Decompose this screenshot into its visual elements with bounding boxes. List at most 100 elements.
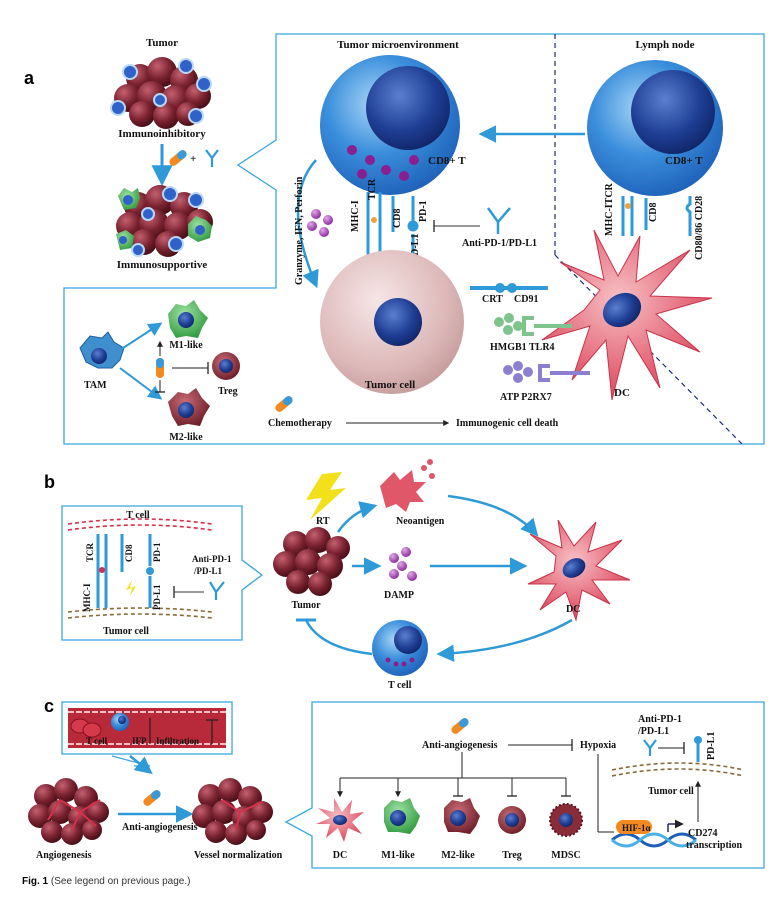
b-t-cell: [372, 620, 428, 676]
vessel-inset-frame: [61, 701, 233, 755]
b-dc-label: DC: [566, 604, 580, 615]
c-anti-angio-box-label: Anti-angiogenesis: [422, 740, 498, 751]
hif-label: HIF-1α: [622, 823, 651, 833]
treg-label: Treg: [218, 386, 238, 397]
chemotherapy-label: Chemotherapy: [268, 418, 332, 429]
treg-cell: [212, 352, 240, 380]
b-cd8-label: CD8: [124, 544, 134, 562]
icd-label: Immunogenic cell death: [456, 418, 559, 429]
cd80-cd28-label: CD80/86 CD28: [694, 196, 705, 260]
tumor-cell-label: Tumor cell: [365, 379, 415, 391]
cd91-label: CD91: [514, 294, 538, 305]
plus-sign: +: [190, 153, 196, 165]
cd8-label: CD8: [392, 209, 403, 228]
panel-b-inset-frame: [61, 505, 264, 641]
vessel-normalization-label: Vessel normalization: [194, 850, 283, 861]
chemo-pill-icon: [169, 150, 187, 166]
tumor-microenvironment-label: Tumor microenvironment: [337, 39, 459, 51]
c-cell-label-m1-like: M1-like: [381, 850, 415, 861]
anti-pd1-label: Anti-PD-1/PD-L1: [462, 238, 537, 249]
b-t-cell-bottom-label: T cell: [388, 680, 412, 691]
cd274-label-1: CD274: [688, 828, 717, 839]
c-anti-label-1: Anti-PD-1: [638, 714, 682, 725]
c-t-cell-label: T cell: [86, 736, 108, 746]
c-cell-label-treg: Treg: [502, 850, 522, 861]
lymph-node-label: Lymph node: [636, 39, 695, 51]
cd8-ln-label: CD8: [648, 203, 659, 222]
b-mhc-i-label: MHC-I: [82, 583, 92, 612]
crt-cd91: [470, 283, 548, 293]
chemo-pill-small-icon: [156, 358, 164, 378]
c-pill-top-icon: [451, 718, 469, 734]
rt-lightning-icon: [306, 472, 346, 520]
antigen-dot: [371, 217, 377, 223]
b-tumor-cluster: [273, 527, 350, 596]
tumor-label: Tumor: [146, 37, 178, 49]
neoantigen-icon: [380, 459, 435, 512]
b-anti-label-2: /PD-L1: [193, 566, 222, 576]
figure-caption-text: (See legend on previous page.): [50, 876, 191, 887]
neoantigen-to-dc-arrow: [447, 494, 539, 537]
m1-label: M1-like: [169, 340, 203, 351]
b-pdl1-label: PD-L1: [152, 584, 162, 610]
panel-a: a Tumor Immunoinhibitory +: [24, 33, 765, 445]
c-anti-angio-label: Anti-angiogenesis: [122, 822, 198, 833]
dc-label: DC: [614, 387, 630, 399]
b-pd1-label: PD-1: [152, 542, 162, 562]
ln-receptors: [621, 196, 692, 236]
tumor-to-neoantigen-arrow: [336, 501, 378, 533]
panel-a-letter: a: [24, 68, 35, 88]
atp-p2rx7-label: ATP P2RX7: [500, 392, 552, 403]
cd8-t-label: CD8+ T: [428, 155, 466, 167]
b-rt-small-icon: [126, 580, 136, 596]
tumor-cluster-immunosupportive: [116, 185, 213, 257]
cd8-t-ln-label: CD8+ T: [665, 155, 703, 167]
pd1-label: PD-1: [418, 200, 429, 222]
c-cell-label-dc: DC: [333, 850, 347, 861]
atp-p2rx7: [503, 361, 590, 383]
cd8-t-cell-tme: [320, 55, 460, 195]
tcell-to-tumor-inhibit: [304, 619, 373, 656]
c-cell-label-m2-like: M2-like: [441, 850, 475, 861]
tumor-cluster-immunoinhibitory: [110, 57, 212, 129]
dc-to-tcell-arrow: [436, 618, 573, 663]
c-mdsc-cell: [549, 803, 583, 837]
granzyme-molecules: [307, 209, 333, 237]
damp-label: DAMP: [384, 590, 414, 601]
dendritic-cell: [541, 229, 713, 401]
c-pdl1-label: PD-L1: [706, 732, 717, 760]
figure-caption: Fig. 1 (See legend on previous page.): [22, 876, 190, 887]
cd8-t-cell-lymph-node: [587, 60, 723, 196]
ifp-label: IFP: [132, 736, 147, 746]
cd274-label-2: transcription: [686, 840, 743, 851]
m2-cell: [168, 388, 210, 426]
c-pill-icon: [143, 790, 161, 806]
mhc-i-tcr-ln-label: MHC-ITCR: [604, 182, 615, 236]
tam-label: TAM: [84, 380, 107, 391]
panel-c-letter: c: [44, 696, 54, 716]
c-anti-label-2: /PD-L1: [637, 726, 669, 737]
b-tcr-label: TCR: [85, 542, 95, 562]
b-t-cell-label: T cell: [126, 510, 150, 521]
b-tumor-cell-label: Tumor cell: [103, 626, 149, 637]
antibody-icon: [205, 149, 219, 167]
mhc-i-label: MHC-I: [350, 200, 361, 232]
hmgb1-tlr4-label: HMGB1 TLR4: [490, 342, 555, 353]
granzyme-label: Granzyme, IFN, Perforin: [294, 176, 305, 285]
vessel-callout-arrow: [129, 755, 153, 775]
immunoinhibitory-label: Immunoinhibitory: [118, 128, 206, 140]
b-antibody-icon: [209, 581, 225, 600]
b-tumor-label: Tumor: [291, 600, 321, 611]
c-cell-label-mdsc: MDSC: [551, 850, 580, 861]
tam-to-m1-arrow: [119, 322, 163, 351]
b-dendritic-cell: [527, 519, 631, 622]
panel-b-letter: b: [44, 472, 55, 492]
damp-icon: [389, 547, 417, 581]
hmgb1-tlr4: [494, 313, 572, 336]
pdl1-label: PD-L1: [410, 234, 421, 262]
b-receptors: [96, 534, 152, 608]
c-m1-cell: [384, 798, 420, 834]
crt-label: CRT: [482, 294, 503, 305]
angiogenesis-cluster: [28, 778, 109, 845]
